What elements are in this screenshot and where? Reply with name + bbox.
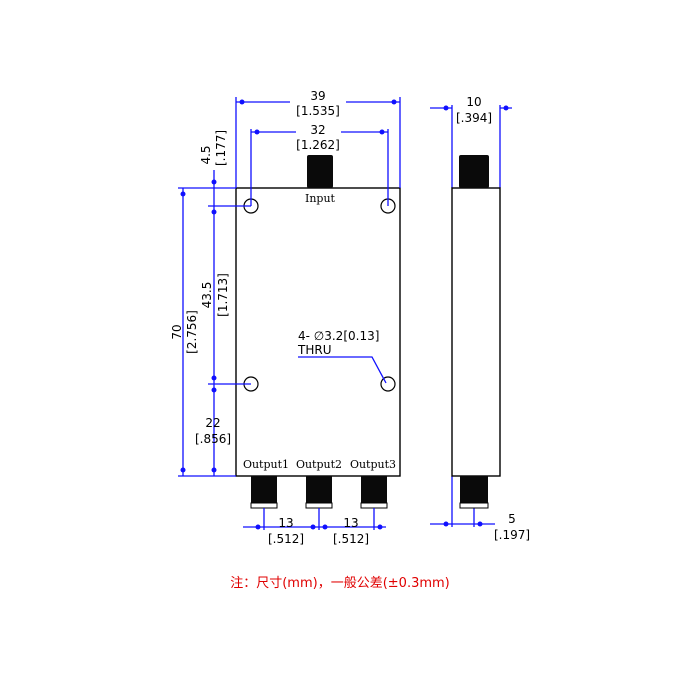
dim-width-in: [1.535] [296, 104, 340, 118]
dim-hole-x-mm: 32 [310, 123, 325, 137]
callout-leader [298, 356, 387, 384]
input-connector [307, 155, 333, 188]
hole-callout-thru: THRU [297, 343, 331, 357]
output3-connector [360, 476, 388, 509]
front-body [235, 187, 401, 477]
dim-hole-x-in: [1.262] [296, 138, 340, 152]
dim-top-offset-mm: 4.5 [199, 145, 213, 164]
dim-conn-offset-in: [.197] [494, 528, 530, 542]
hole [380, 376, 396, 392]
side-body [451, 187, 501, 477]
dim-height-in: [2.756] [185, 310, 199, 354]
dim-thickness-mm: 10 [466, 95, 481, 109]
dim-height-mm: 70 [170, 324, 184, 339]
output3-label: Output3 [350, 458, 396, 471]
output2-connector [305, 476, 333, 509]
dim-pitch2-mm: 13 [343, 516, 358, 530]
output1-label: Output1 [243, 458, 289, 471]
output2-label: Output2 [296, 458, 342, 471]
dim-pitch2-in: [.512] [333, 532, 369, 546]
dim-conn-offset-mm: 5 [508, 512, 516, 526]
input-label: Input [305, 192, 336, 205]
dim-bottom-offset-in: [.856] [195, 432, 231, 446]
dim-top-offset-in: [.177] [214, 130, 228, 166]
dimension-lines [178, 97, 512, 530]
side-bottom-connector [459, 476, 489, 509]
dim-thickness-in: [.394] [456, 111, 492, 125]
dim-bottom-offset-mm: 22 [205, 416, 220, 430]
dim-hole-y-in: [1.713] [216, 273, 230, 317]
output-connectors [250, 476, 388, 509]
dim-pitch1-mm: 13 [278, 516, 293, 530]
side-top-connector [459, 155, 489, 188]
dim-hole-y-mm: 43.5 [200, 282, 214, 309]
hole-callout: 4- ∅3.2[0.13] [298, 329, 379, 343]
dim-width-mm: 39 [310, 89, 325, 103]
dim-pitch1-in: [.512] [268, 532, 304, 546]
tolerance-note: 注：尺寸(mm)，一般公差(±0.3mm) [230, 575, 450, 591]
output1-connector [250, 476, 278, 509]
